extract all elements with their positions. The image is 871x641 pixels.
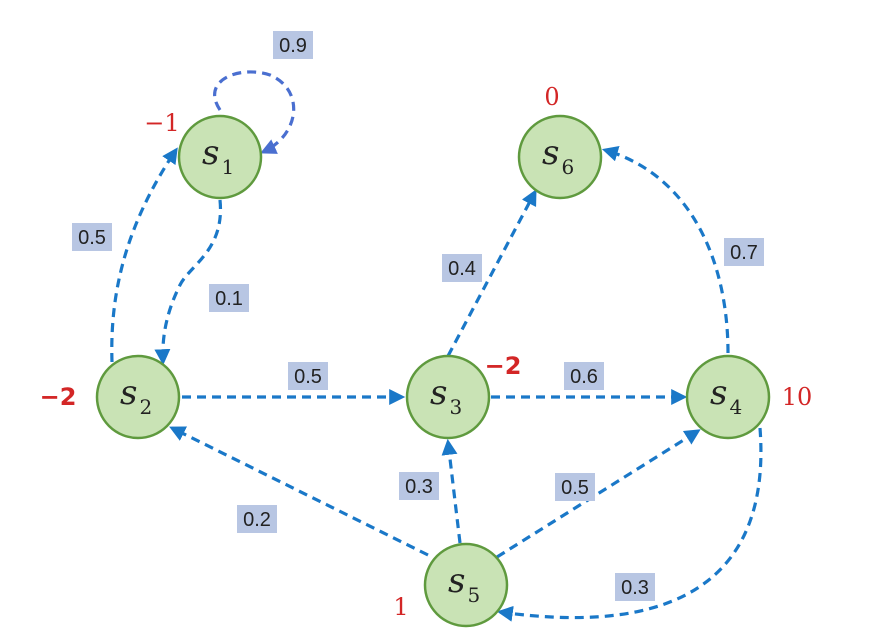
edge-s1-s1 [213,70,296,154]
reward-s3: −2 [485,352,522,380]
prob-box [615,573,655,601]
state-circle [405,354,491,440]
edge-s1-s2 [154,199,223,366]
edges-layer [110,70,763,622]
prob-box [564,362,604,390]
edge-prob-label-s4-s5: 0.3 [615,573,655,601]
state-label-subscript: 2 [139,395,152,419]
prob-text: 0.7 [730,242,758,264]
state-label-subscript: 1 [221,155,234,179]
prob-box [288,362,328,390]
prob-text: 0.9 [279,35,307,57]
prob-box [237,505,277,533]
edge-prob-label-s4-s6: 0.7 [724,238,764,266]
state-circle [517,114,603,200]
edge-s5-s4 [496,429,701,559]
prob-box [209,284,249,312]
edge-prob-label-s5-s2: 0.2 [237,505,277,533]
reward-s1: −1 [144,109,179,137]
prob-text: 0.5 [294,366,322,388]
state-label-base: s [120,373,137,413]
state-circle [177,114,263,200]
edge-prob-label-s3-s4: 0.6 [564,362,604,390]
edge-prob-label-s2-s1: 0.5 [72,223,112,251]
prob-text: 0.5 [78,227,106,249]
edge-prob-label-s3-s6: 0.4 [442,254,482,282]
edge-s4-s6 [601,145,730,354]
state-label-base: s [202,133,219,173]
edge-prob-label-s2-s3: 0.5 [288,362,328,390]
reward-s6: 0 [544,83,559,111]
prob-text: 0.6 [570,366,598,388]
state-label-base: s [448,561,465,601]
edge-prob-label-s5-s3: 0.3 [399,472,439,500]
state-circle [685,354,771,440]
prob-text: 0.1 [215,288,243,310]
prob-text: 0.3 [405,476,433,498]
probability-labels-layer: 0.9 0.1 0.5 0.5 0.4 0.6 0.7 0.3 0.2 0.3 0.5 [72,31,764,601]
edge-s5-s3 [441,438,462,544]
edge-prob-label-s1-s2: 0.1 [209,284,249,312]
edge-s5-s2 [169,426,429,557]
state-label-subscript: 5 [467,583,480,607]
edge-s3-s6 [446,189,537,357]
prob-box [442,254,482,282]
edge-s2-s1 [110,147,178,363]
state-label-subscript: 3 [449,395,462,419]
edge-prob-label-s5-s4: 0.5 [555,473,595,501]
state-circle [423,542,509,628]
state-label-subscript: 6 [561,155,574,179]
prob-box [72,223,112,251]
edge-prob-label-s1-s1: 0.9 [273,31,313,59]
prob-box [724,238,764,266]
prob-box [399,472,439,500]
prob-box [273,31,313,59]
prob-text: 0.4 [448,258,476,280]
prob-box [555,473,595,501]
prob-text: 0.3 [621,577,649,599]
state-label-base: s [710,373,727,413]
reward-s5: 1 [393,593,408,621]
prob-text: 0.5 [561,477,589,499]
state-label-subscript: 4 [729,395,742,419]
state-circle [95,354,181,440]
reward-s4: 10 [782,383,813,411]
reward-s2: −2 [40,383,77,411]
prob-text: 0.2 [243,509,271,531]
state-label-base: s [430,373,447,413]
state-label-base: s [542,133,559,173]
edge-s4-s5 [496,427,763,622]
